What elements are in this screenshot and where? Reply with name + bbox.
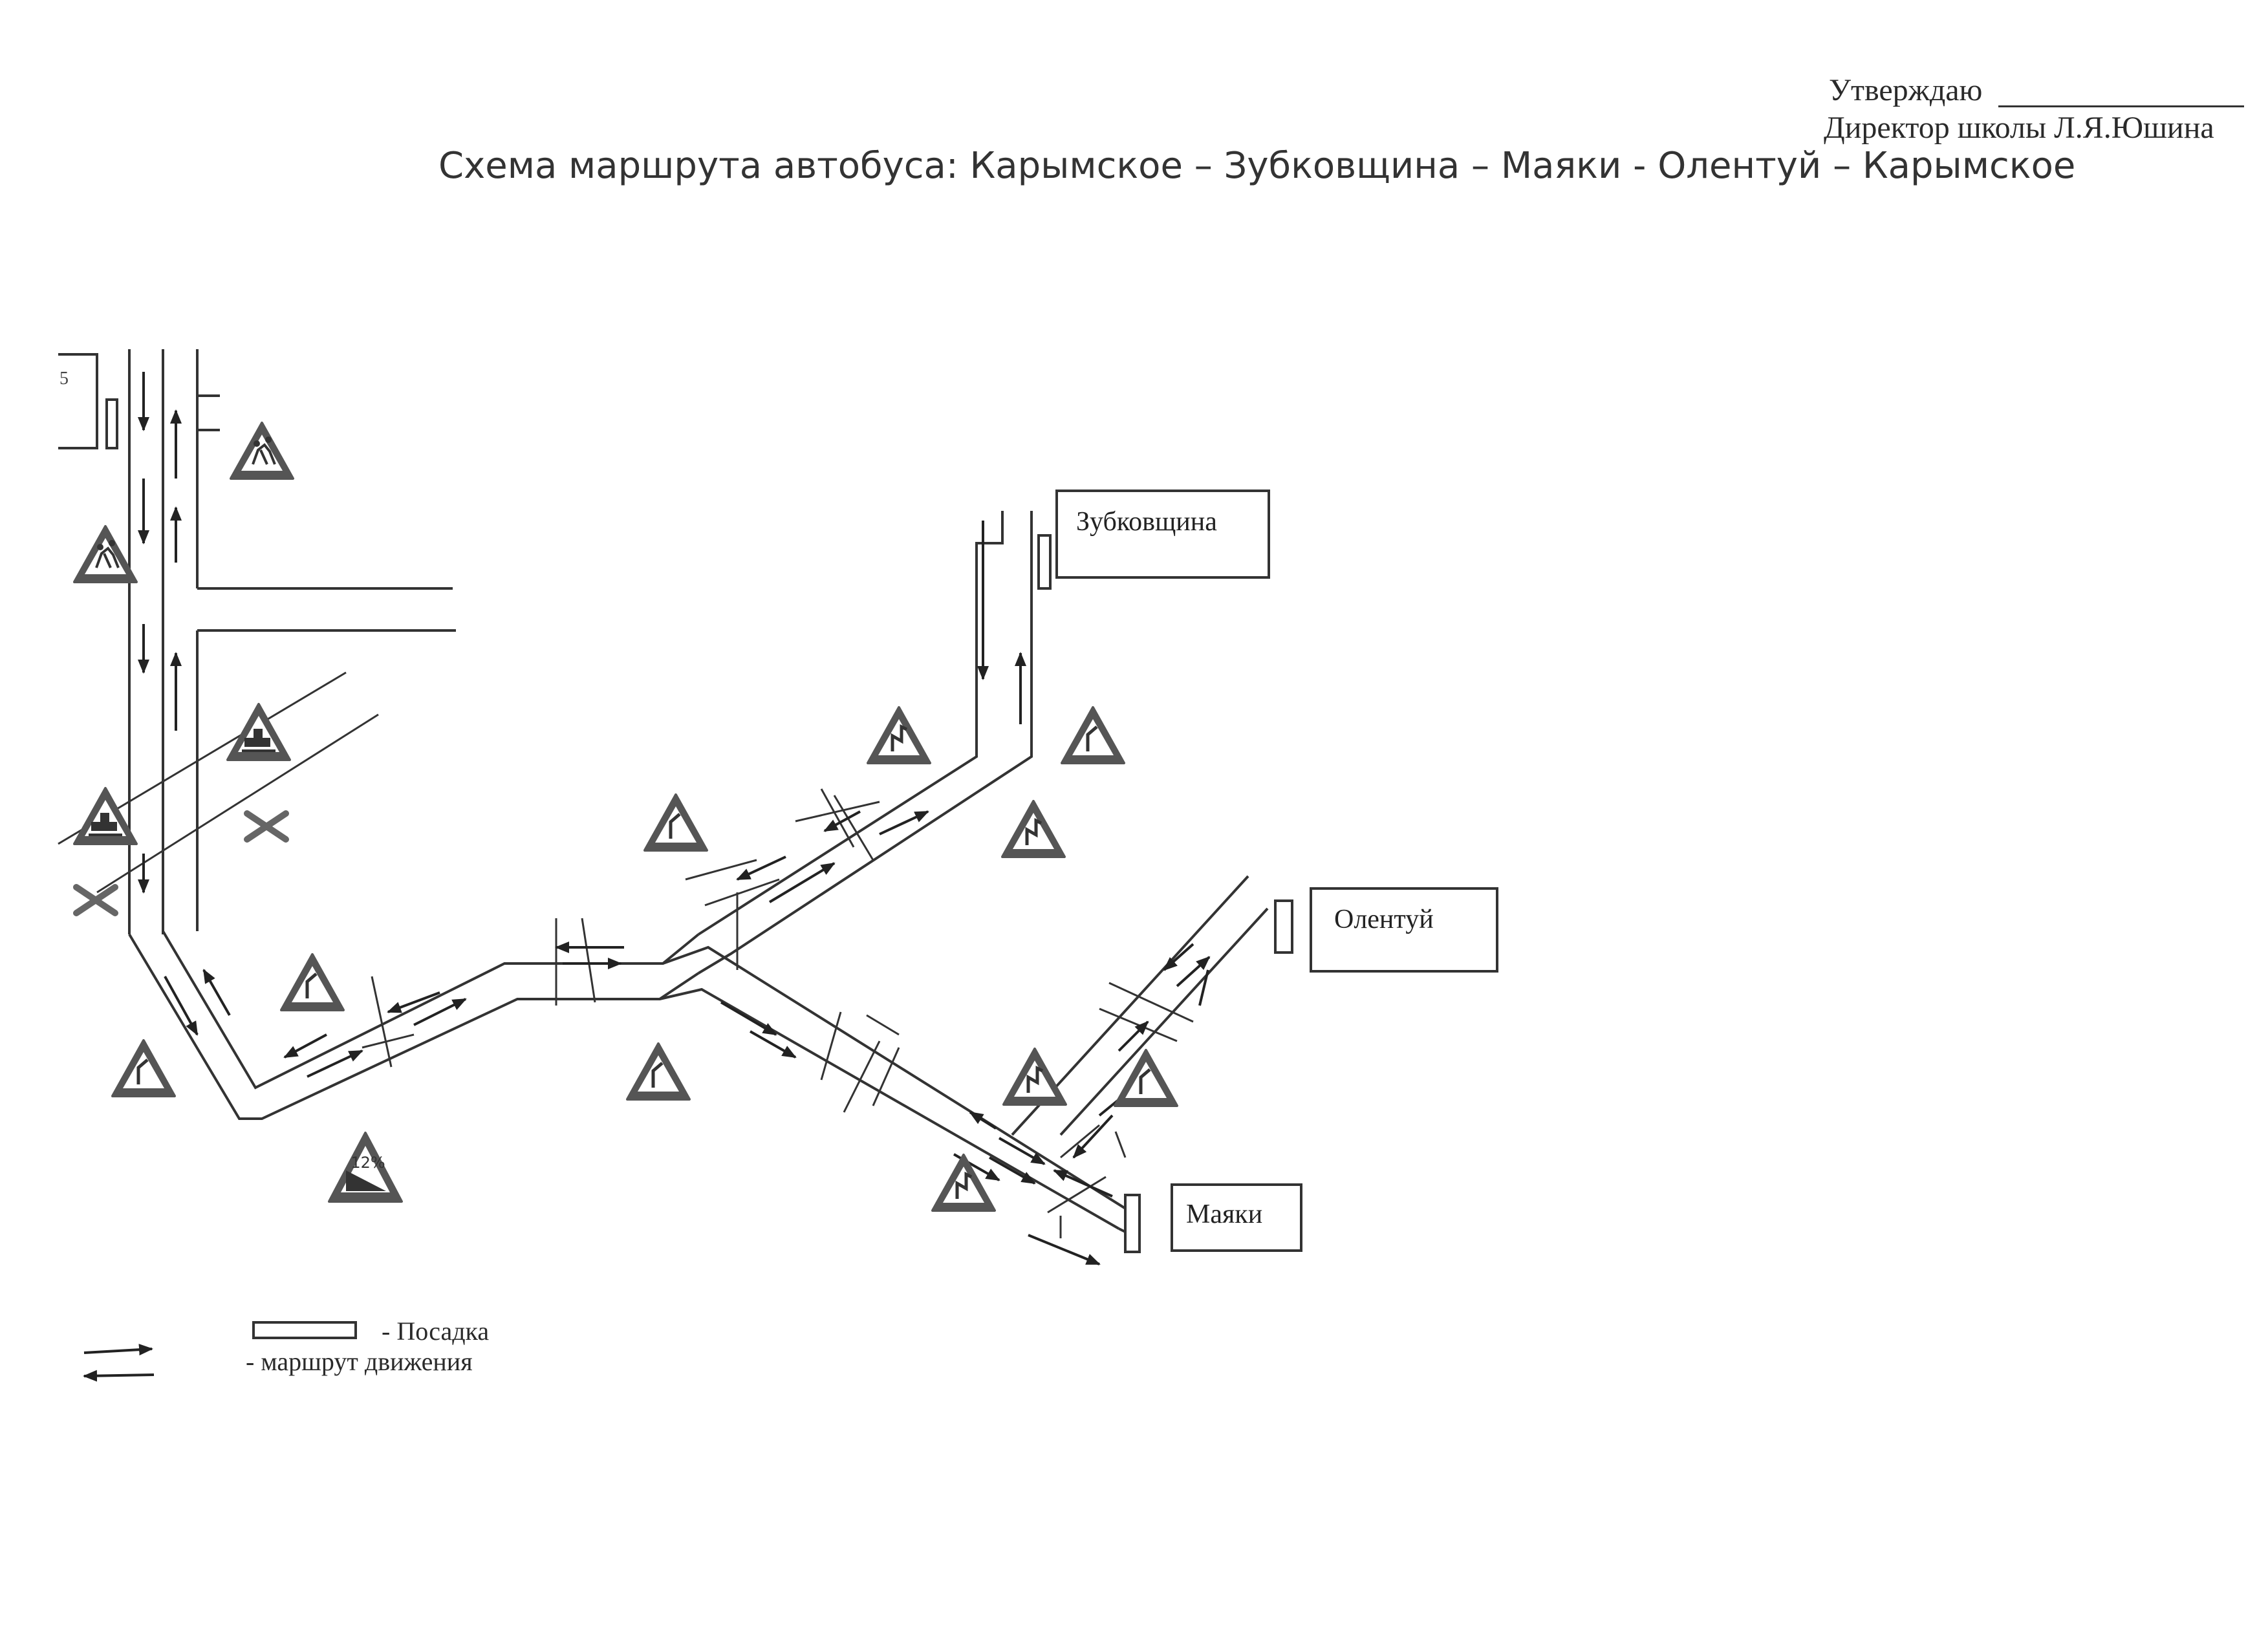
building-outline [58,353,98,449]
approve-label: Утверждаю [1829,73,1983,107]
railway-crossing-icon [226,703,291,761]
unguarded-railway-crossing-icon [73,810,289,916]
place-label: Олентуй [1334,905,1434,934]
winding-road-icon [1002,1048,1067,1106]
place-zubkovshchina: Зубковщина [1055,490,1270,579]
winding-road-icon [1001,800,1066,858]
dangerous-curve-icon [111,1039,176,1097]
legend-stop-label: - Посадка [382,1317,490,1346]
steep-descent-icon: 12% [328,1132,403,1203]
dangerous-curve-icon [626,1042,691,1101]
descent-percent: 12% [351,1154,385,1172]
children-warning-icon [230,422,294,480]
place-label: Зубковщина [1076,507,1217,537]
winding-road-icon [867,706,931,764]
bus-stop-markers [105,398,1293,1339]
signature-line [1998,105,2244,107]
bus-stop-mayaki [1124,1194,1141,1253]
dangerous-curve-icon [1114,1049,1178,1107]
dangerous-curve-icon [1061,706,1125,764]
approver-title: Директор школы Л.Я.Юшина [1824,111,2214,145]
bus-stop-karymskoe [105,398,118,449]
railway-lines [58,671,379,894]
dangerous-curve-icon [643,793,708,852]
dangerous-curve-icon [280,953,345,1011]
bus-stop-zubkovshchina [1037,534,1052,590]
page-title: Схема маршрута автобуса: Карымское – Зуб… [438,145,2076,187]
place-mayaki: Маяки [1171,1183,1302,1252]
children-warning-icon [73,525,138,583]
place-olentuy: Олентуй [1310,887,1498,973]
legend-route-label: - маршрут движения [246,1347,473,1376]
railway-crossing-icon [73,787,138,845]
main-road [128,349,1269,1233]
place-label: Маяки [1186,1200,1263,1229]
legend-route-arrows [83,1344,155,1382]
bus-stop-olentuy [1274,899,1293,954]
building-number: 5 [59,369,69,389]
winding-road-icon [931,1154,996,1212]
legend-stop-marker [252,1321,357,1339]
